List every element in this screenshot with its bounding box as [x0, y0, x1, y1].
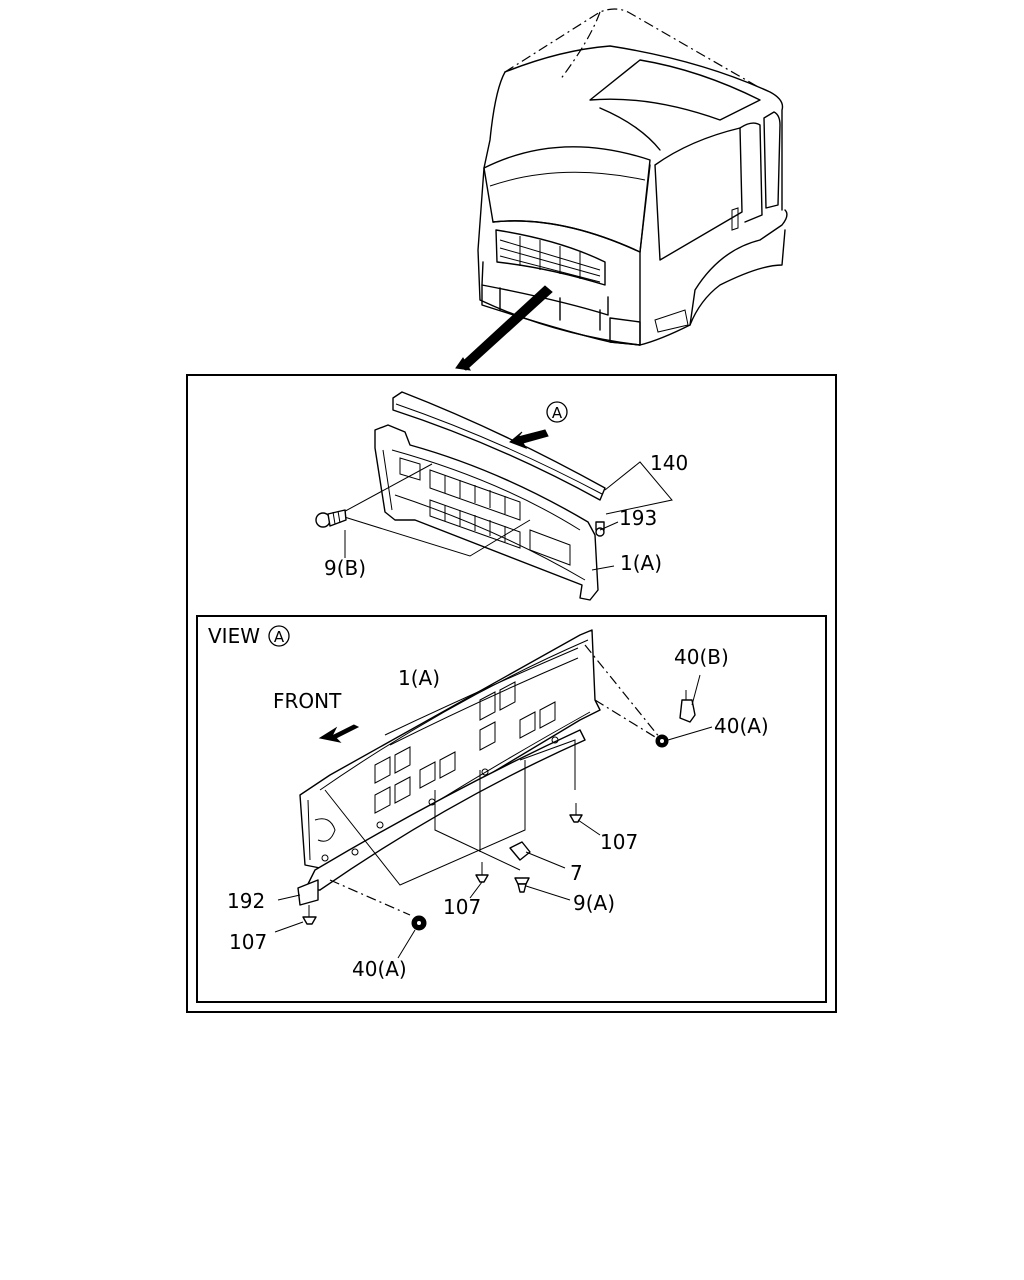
label-part-1a-view: 1(A) — [398, 666, 440, 690]
label-part-7: 7 — [570, 861, 583, 885]
screw-9b — [315, 509, 347, 528]
label-part-9a: 9(A) — [573, 891, 615, 915]
upper-exploded-view — [315, 391, 673, 601]
exploded-view-frame — [186, 374, 837, 1013]
label-front: FRONT — [273, 689, 342, 713]
fasteners — [274, 674, 713, 959]
label-part-40a-right: 40(A) — [714, 714, 769, 738]
view-title-marker: A — [274, 628, 285, 646]
truck-cab-illustration — [455, 8, 788, 371]
label-part-40a-bottom: 40(A) — [352, 957, 407, 981]
view-a-marker: A — [552, 404, 563, 422]
label-part-107-left: 107 — [229, 930, 267, 954]
label-part-193: 193 — [619, 506, 657, 530]
label-part-40b: 40(B) — [674, 645, 729, 669]
view-a-frame — [196, 615, 827, 1003]
label-part-107-mid: 107 — [443, 895, 481, 919]
view-title: VIEW — [208, 624, 260, 648]
label-part-107-right: 107 — [600, 830, 638, 854]
label-part-192: 192 — [227, 889, 265, 913]
label-part-1a-top: 1(A) — [620, 551, 662, 575]
label-part-9b: 9(B) — [324, 556, 366, 580]
front-arrow — [318, 724, 360, 743]
grille-rear-view — [297, 629, 661, 916]
label-part-140: 140 — [650, 451, 688, 475]
